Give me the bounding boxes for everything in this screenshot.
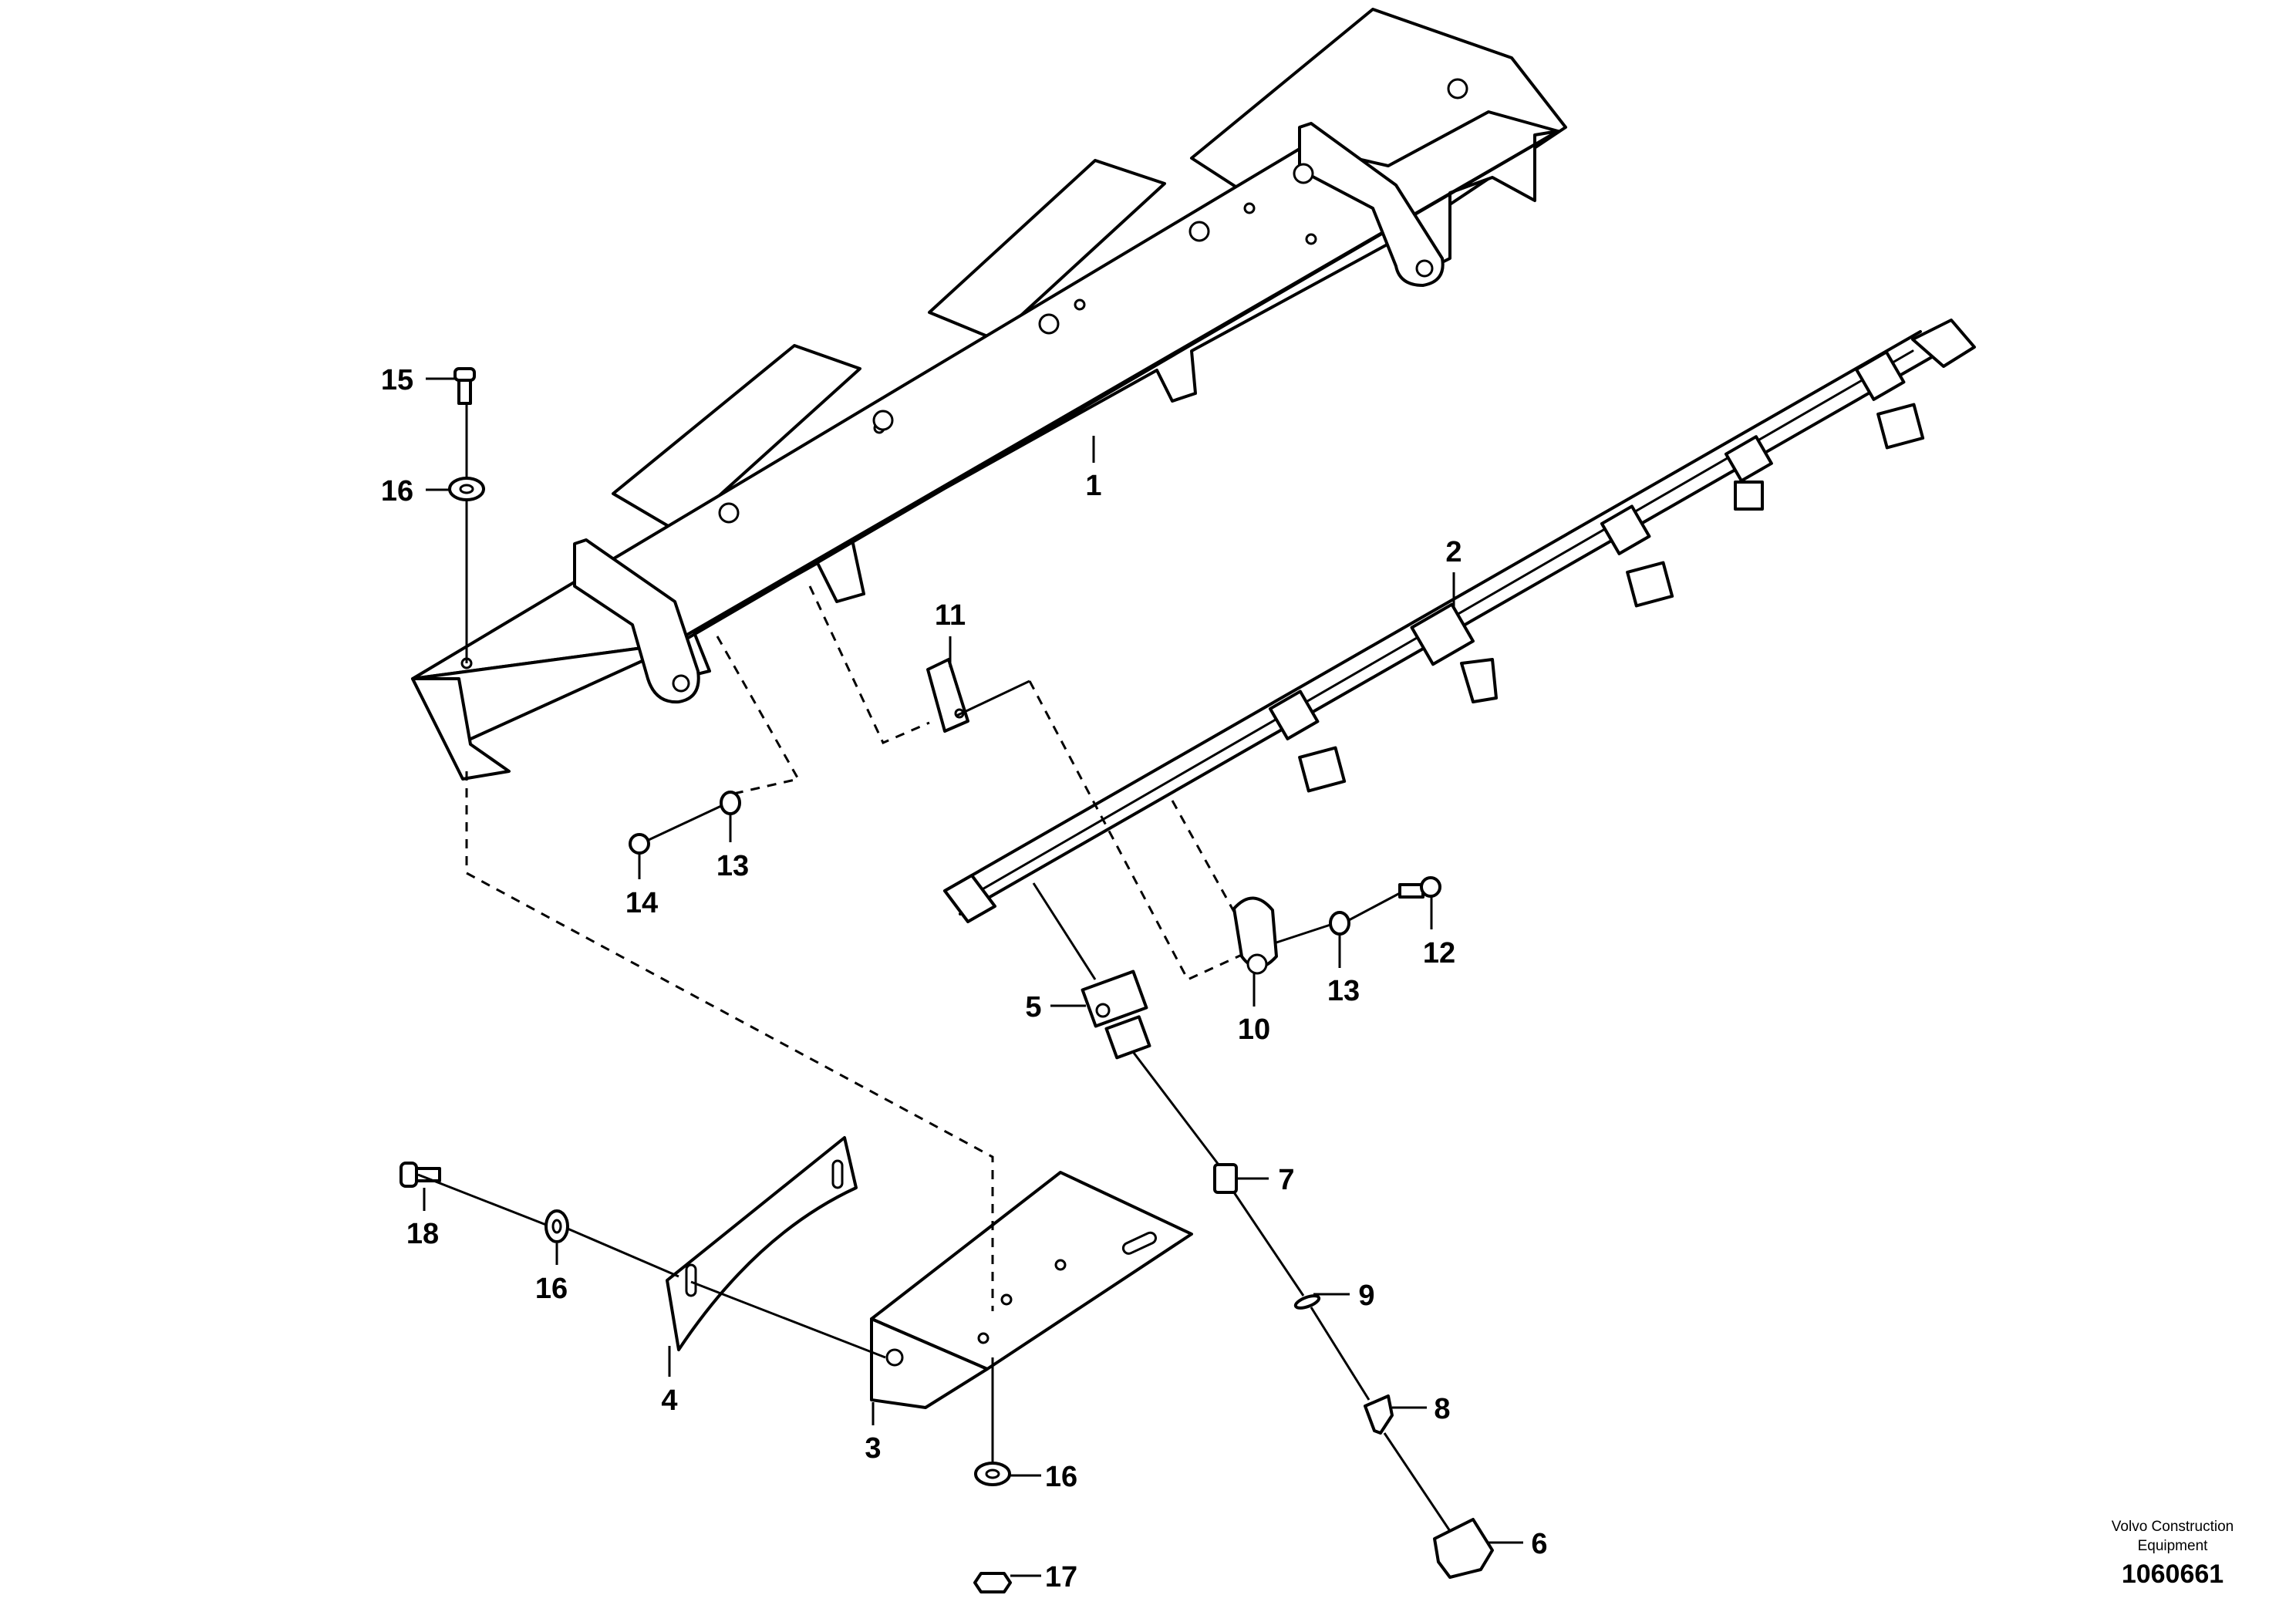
beam-assembly [411, 8, 1567, 781]
bracket-plate-slot [1121, 1231, 1158, 1255]
screw-12 [1398, 876, 1441, 899]
credit-line-2: Equipment [2138, 1538, 2209, 1554]
assembly-lines [417, 403, 1451, 1532]
beam-bolt-head [1293, 163, 1314, 184]
beam-fin-2 [928, 159, 1166, 341]
spray-pipe-outline-top [943, 330, 1922, 892]
callout-9: 9 [1358, 1280, 1374, 1312]
callout-10: 10 [1238, 1013, 1270, 1046]
callout-3: 3 [865, 1432, 881, 1465]
callout-16-bottom: 16 [1045, 1461, 1077, 1493]
callout-18: 18 [406, 1218, 439, 1250]
nozzle-clamp [1600, 504, 1674, 608]
side-plate-slot [831, 1159, 844, 1189]
callout-16-side: 16 [535, 1273, 568, 1305]
nut-14 [629, 833, 650, 855]
beam-hole [1074, 298, 1086, 311]
beam-front [411, 130, 1559, 746]
tee-hose-barb [1460, 658, 1498, 703]
washer-13-left [720, 791, 741, 815]
bracket-plate-hole [1000, 1293, 1013, 1306]
clamp-10 [1232, 896, 1278, 975]
callout-6: 6 [1531, 1528, 1547, 1560]
spray-pipe-tee [1410, 602, 1475, 666]
beam-bolt-head [1188, 221, 1210, 242]
callout-12: 12 [1423, 937, 1455, 969]
callout-4: 4 [661, 1384, 677, 1417]
beam-fin-1 [612, 344, 861, 534]
callout-leaders [423, 377, 1523, 1577]
callout-5: 5 [1025, 991, 1041, 1023]
beam-left-bracket [573, 538, 700, 704]
washer-13-right [1329, 911, 1350, 936]
bracket-plate-hole [1054, 1259, 1067, 1271]
spray-pipe-assembly [943, 319, 1976, 923]
side-plate-slot [685, 1263, 697, 1297]
callout-13-right: 13 [1327, 975, 1360, 1007]
callout-14: 14 [625, 887, 658, 919]
callout-11: 11 [935, 599, 966, 632]
valve-8 [1364, 1394, 1394, 1435]
right-bracket-hole [1415, 259, 1434, 278]
callout-17: 17 [1045, 1561, 1077, 1593]
dashed-assembly-lines [465, 585, 1242, 1311]
side-plate-body [666, 1136, 858, 1351]
document-number: 1060661 [2122, 1560, 2224, 1589]
nozzle-clamp [1854, 350, 1925, 450]
callout-13-left: 13 [716, 850, 749, 882]
credit-line-1: Volvo Construction [2112, 1519, 2234, 1535]
callout-16-top: 16 [381, 475, 413, 508]
nut-17 [973, 1572, 1012, 1593]
callout-8: 8 [1434, 1393, 1450, 1425]
beam-hole [1305, 233, 1317, 245]
bracket-plate [870, 1171, 1193, 1409]
beam-bolt-head [718, 502, 740, 524]
side-plate [666, 1136, 858, 1351]
bracket-plate-hole [977, 1332, 990, 1344]
cap-6 [1433, 1518, 1494, 1579]
bracket-plate-bolt [885, 1348, 904, 1367]
credit-block: Volvo Construction Equipment 1060661 [2112, 1519, 2234, 1589]
beam-bolt-head [872, 410, 894, 431]
nozzle-clamp [1268, 690, 1347, 793]
bracket-plate-side [870, 1317, 989, 1409]
beam-bolt-head [1038, 313, 1060, 335]
nozzle-clamp [1724, 435, 1773, 511]
beam-hole [1243, 202, 1256, 214]
fitting-7 [1213, 1163, 1238, 1194]
spray-pipe-end-cap [943, 874, 996, 923]
gasket-9 [1293, 1294, 1321, 1310]
spray-pipe-right-cap [1911, 319, 1976, 368]
clip-11 [926, 658, 969, 733]
left-bracket-hole [672, 674, 690, 693]
bolt-18 [400, 1162, 441, 1188]
beam-bolt-head [1447, 78, 1468, 99]
beam-right-bracket [1298, 122, 1445, 287]
beam-left-flange [411, 677, 511, 781]
nozzle-5 [1081, 969, 1151, 1060]
callout-1: 1 [1085, 470, 1101, 502]
callout-15: 15 [381, 364, 413, 396]
callout-2: 2 [1445, 536, 1462, 568]
callout-labels: 1 2 3 4 5 6 7 8 9 10 11 12 13 13 14 15 1… [381, 364, 1548, 1593]
bolt-15 [453, 367, 476, 405]
callout-7: 7 [1278, 1164, 1294, 1196]
